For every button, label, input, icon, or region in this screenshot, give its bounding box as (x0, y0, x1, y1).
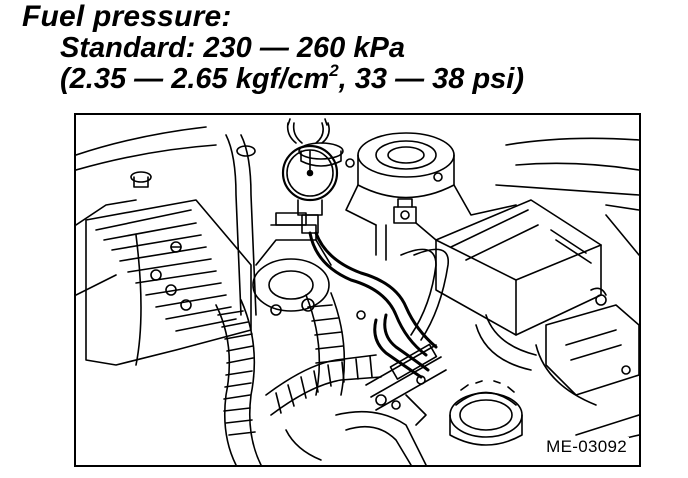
engine-bay-drawing (76, 118, 639, 465)
right-bracket (475, 287, 639, 396)
alternate-units-line: (2.35 — 2.65 kgf/cm2, 33 — 38 psi) (60, 62, 525, 95)
alternate-units-suffix: , 33 — 38 psi) (338, 63, 525, 95)
engine-bay-illustration: ME-03092 (74, 113, 641, 467)
air-intake-box (85, 199, 252, 366)
fuel-pressure-gauge (281, 118, 339, 234)
spec-heading: Fuel pressure: (22, 0, 232, 33)
fuel-line-connector (365, 198, 449, 411)
fuel-pressure-spec: Fuel pressure: Standard: 230 — 260 kPa (… (22, 2, 524, 94)
radiator-cap (449, 380, 523, 446)
standard-pressure-line: Standard: 230 — 260 kPa (60, 32, 405, 64)
corrugated-hose-left (215, 299, 262, 465)
left-vertical-pipe (225, 134, 257, 316)
gauge-fuel-hoses (308, 231, 438, 379)
throttle-body (252, 212, 332, 316)
strut-tower (345, 132, 517, 226)
figure-code: ME-03092 (544, 437, 629, 457)
left-fender-lines (76, 126, 217, 296)
alternate-units-prefix: (2.35 — 2.65 kgf/cm (60, 63, 330, 95)
squared-exponent: 2 (329, 61, 339, 80)
small-hardware (170, 241, 427, 426)
corrugated-hose-centre (265, 292, 382, 416)
relay-box (435, 199, 602, 336)
right-fender-lines (495, 137, 639, 256)
